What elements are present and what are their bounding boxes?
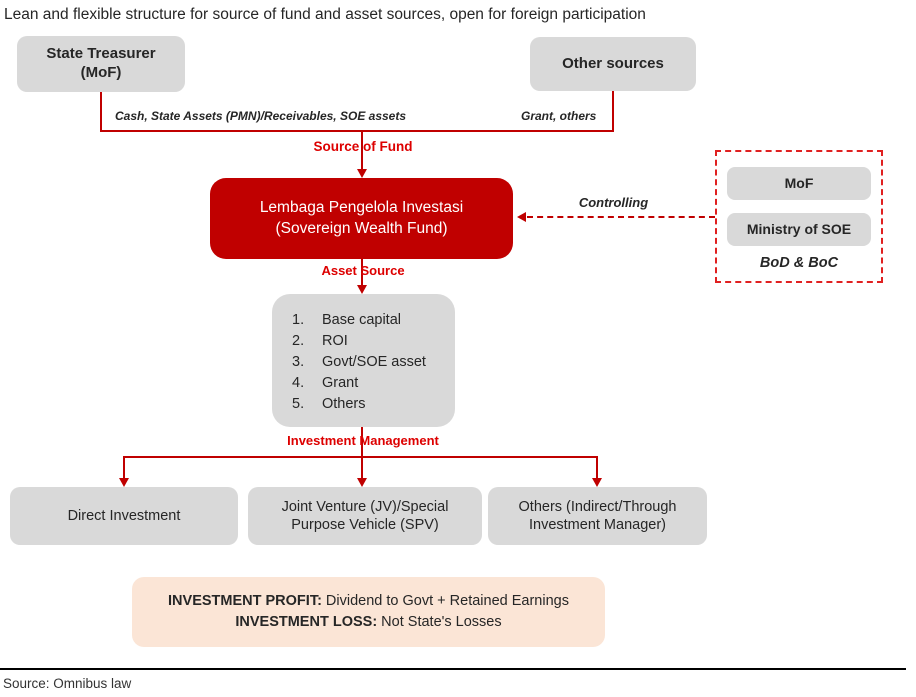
connector-merge-horizontal bbox=[100, 130, 614, 132]
label-asset-source: Asset Source bbox=[321, 263, 405, 278]
node-joint-venture-spv: Joint Venture (JV)/Special Purpose Vehic… bbox=[248, 487, 482, 545]
asset-item-label: Others bbox=[322, 396, 366, 412]
node-direct-investment: Direct Investment bbox=[10, 487, 238, 545]
loss-text: Not State's Losses bbox=[377, 614, 502, 630]
connector-asset-source bbox=[361, 259, 363, 287]
label-controlling: Controlling bbox=[578, 195, 649, 210]
connector-right-vertical bbox=[612, 91, 614, 132]
node-swf-line2: (Sovereign Wealth Fund) bbox=[275, 219, 448, 237]
node-others-investment-manager-label: Others (Indirect/Through Investment Mana… bbox=[518, 498, 677, 533]
asset-item-label: Govt/SOE asset bbox=[322, 354, 426, 370]
asset-item-label: Base capital bbox=[322, 312, 401, 328]
page-title: Lean and flexible structure for source o… bbox=[4, 6, 646, 23]
node-other-sources-label: Other sources bbox=[562, 54, 664, 72]
asset-item-number: 4. bbox=[292, 375, 305, 391]
footer-divider bbox=[0, 668, 906, 670]
connector-branch-middle bbox=[361, 456, 363, 480]
asset-list-item: 2. ROI bbox=[292, 331, 455, 352]
node-others-investment-manager: Others (Indirect/Through Investment Mana… bbox=[488, 487, 707, 545]
loss-line: INVESTMENT LOSS: Not State's Losses bbox=[235, 612, 501, 633]
connector-branch-right bbox=[596, 456, 598, 480]
node-state-treasurer: State Treasurer (MoF) bbox=[17, 36, 185, 92]
governance-group-box: MoF Ministry of SOE BoD & BoC bbox=[715, 150, 883, 283]
asset-item-label: Grant bbox=[322, 375, 359, 391]
node-other-sources: Other sources bbox=[530, 37, 696, 91]
source-attribution: Source: Omnibus law bbox=[3, 676, 132, 691]
arrow-left-icon bbox=[517, 212, 526, 222]
node-ministry-of-soe-label: Ministry of SOE bbox=[746, 220, 852, 237]
connector-source-of-fund bbox=[361, 132, 363, 170]
node-joint-venture-spv-label: Joint Venture (JV)/Special Purpose Vehic… bbox=[281, 498, 449, 533]
node-state-treasurer-line2: (MoF) bbox=[80, 64, 122, 81]
arrow-down-icon bbox=[357, 169, 367, 178]
asset-list-item: 3. Govt/SOE asset bbox=[292, 352, 455, 373]
profit-text: Dividend to Govt + Retained Earnings bbox=[321, 592, 569, 609]
arrow-down-icon bbox=[357, 478, 367, 487]
asset-list-item: 5. Others bbox=[292, 394, 455, 415]
node-ministry-of-soe: Ministry of SOE bbox=[727, 213, 871, 246]
connector-branch-left bbox=[123, 456, 125, 480]
node-asset-list: 1. Base capital 2. ROI 3. Govt/SOE asset… bbox=[272, 294, 455, 427]
node-mof-label: MoF bbox=[784, 174, 814, 191]
label-cash-assets: Cash, State Assets (PMN)/Receivables, SO… bbox=[115, 109, 407, 123]
asset-list-item: 1. Base capital bbox=[292, 310, 455, 331]
connector-investment-mgmt bbox=[361, 427, 363, 457]
profit-loss-note: INVESTMENT PROFIT: Dividend to Govt + Re… bbox=[132, 577, 605, 647]
asset-item-number: 3. bbox=[292, 354, 305, 370]
asset-item-number: 5. bbox=[292, 396, 305, 412]
node-mof: MoF bbox=[727, 167, 871, 200]
node-sovereign-wealth-fund: Lembaga Pengelola Investasi (Sovereign W… bbox=[210, 178, 513, 259]
label-investment-management: Investment Management bbox=[287, 433, 439, 448]
asset-item-label: ROI bbox=[322, 333, 348, 349]
connector-left-vertical bbox=[100, 92, 102, 132]
label-source-of-fund: Source of Fund bbox=[313, 139, 413, 154]
label-bod-boc: BoD & BoC bbox=[759, 255, 839, 271]
node-swf-line1: Lembaga Pengelola Investasi bbox=[259, 198, 464, 216]
node-state-treasurer-line1: State Treasurer bbox=[46, 45, 156, 63]
connector-controlling-dashed bbox=[527, 216, 715, 218]
asset-list-item: 4. Grant bbox=[292, 373, 455, 394]
loss-label: INVESTMENT LOSS: bbox=[235, 614, 378, 630]
label-grant-others: Grant, others bbox=[521, 109, 597, 123]
node-direct-investment-label: Direct Investment bbox=[67, 507, 181, 524]
arrow-down-icon bbox=[592, 478, 602, 487]
profit-line: INVESTMENT PROFIT: Dividend to Govt + Re… bbox=[168, 591, 569, 612]
arrow-down-icon bbox=[119, 478, 129, 487]
profit-label: INVESTMENT PROFIT: bbox=[168, 592, 322, 609]
asset-item-number: 2. bbox=[292, 333, 305, 349]
asset-item-number: 1. bbox=[292, 312, 305, 328]
arrow-down-icon bbox=[357, 285, 367, 294]
